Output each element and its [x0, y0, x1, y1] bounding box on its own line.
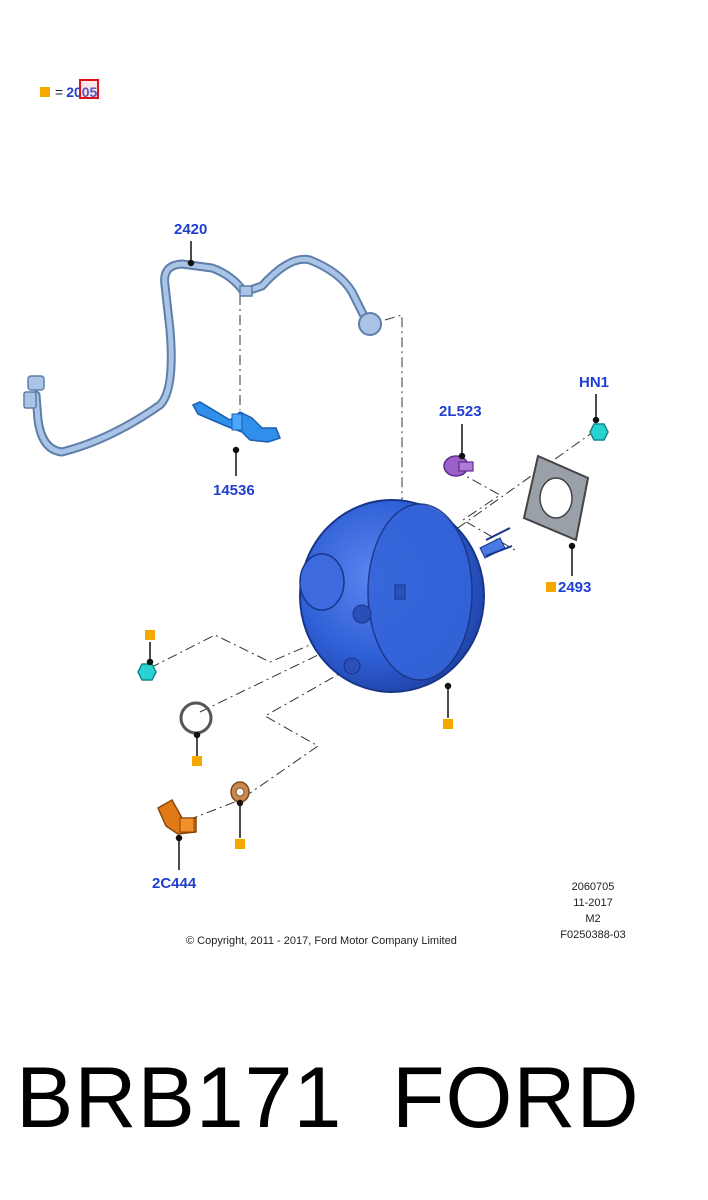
part-number: BRB171 [16, 1050, 343, 1146]
orange-square-icon [40, 87, 50, 97]
callout-2c444[interactable]: 2C444 [152, 875, 197, 892]
diagram-code: 2060705 [571, 881, 615, 893]
diagram-revision: M2 [585, 913, 601, 925]
orange-square-icon [443, 719, 453, 729]
orange-square-icon [235, 839, 245, 849]
highlight-box [79, 79, 100, 99]
legend-reference-label: 2005 [66, 84, 98, 100]
callout-14536[interactable]: 14536 [213, 482, 255, 499]
check-valve [443, 455, 474, 477]
diagram-metadata: 2060705 11-2017 M2 F0250388-03 [548, 879, 638, 943]
o-ring [179, 701, 213, 735]
callout-hn1[interactable]: HN1 [579, 374, 610, 391]
gasket [522, 454, 590, 542]
copyright-notice: © Copyright, 2011 - 2017, Ford Motor Com… [186, 935, 457, 947]
callout-leaders [146, 241, 600, 870]
orange-square-icon [192, 756, 202, 766]
nut-top [589, 423, 609, 441]
diagram-file-id: F0250388-03 [560, 929, 626, 941]
grommet [230, 781, 250, 803]
callout-2420[interactable]: 2420 [174, 221, 208, 238]
diagram-date: 11-2017 [573, 897, 613, 909]
orange-square-icon [145, 630, 155, 640]
reference-markers [145, 582, 556, 849]
parts-diagram [23, 241, 609, 870]
legend-reference[interactable]: 2005 [66, 79, 100, 100]
brand-name: FORD [392, 1050, 640, 1146]
vacuum-hose [23, 254, 382, 457]
legend-equals: = [55, 84, 64, 100]
callout-2l523[interactable]: 2L523 [439, 403, 482, 420]
orange-square-icon [546, 582, 556, 592]
callout-2493[interactable]: 2493 [558, 579, 592, 596]
nut-left [137, 663, 157, 681]
hose-connector [157, 798, 197, 835]
brake-booster [299, 499, 513, 693]
hose-bracket [191, 401, 281, 443]
legend: = 2005 [40, 79, 100, 100]
